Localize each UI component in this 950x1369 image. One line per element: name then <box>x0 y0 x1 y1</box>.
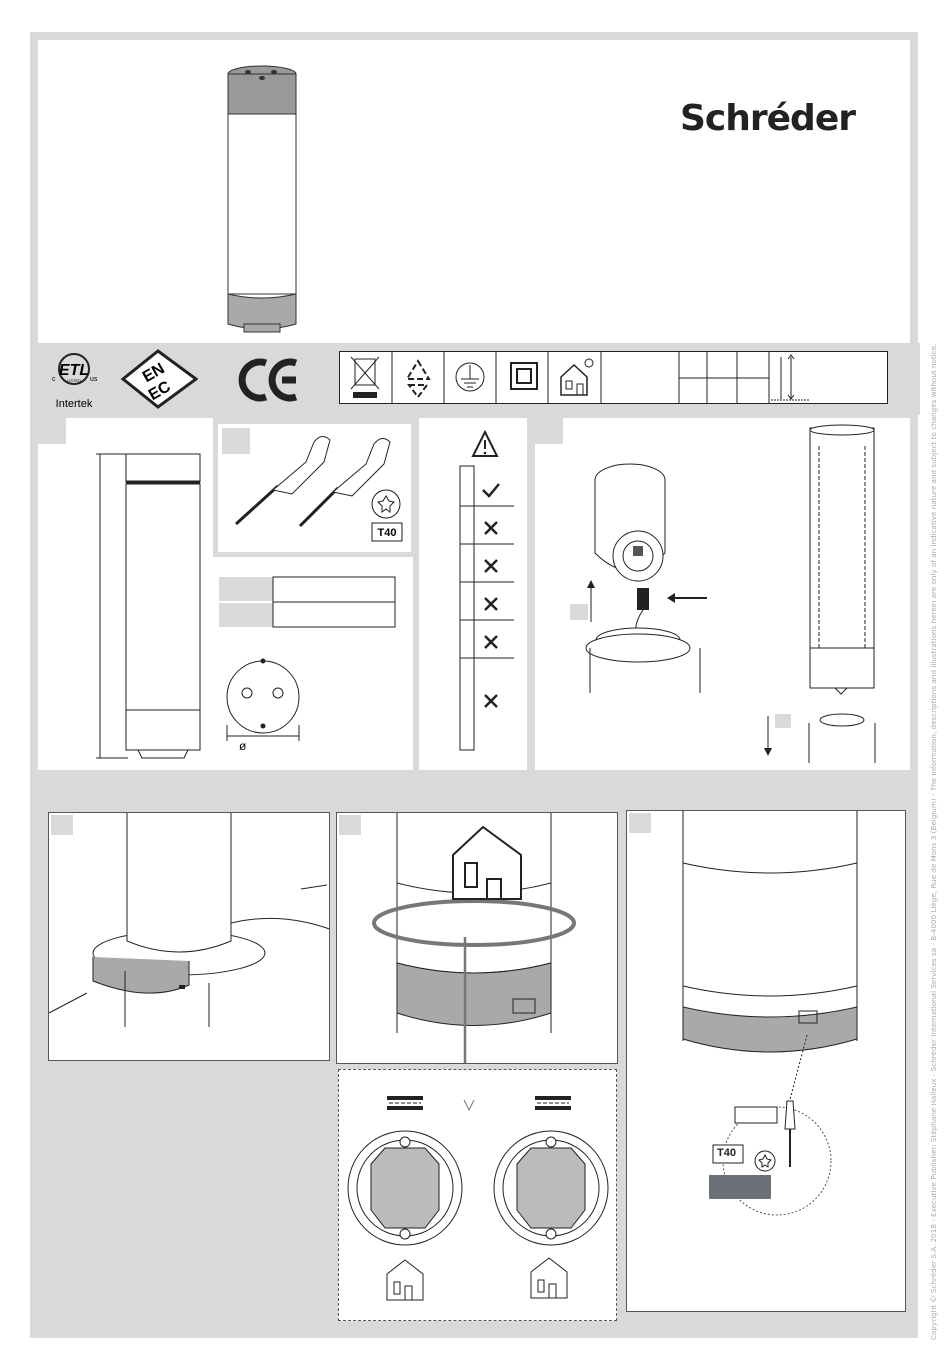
step-number-box <box>339 815 361 835</box>
warning-triangle-icon <box>471 429 499 457</box>
warning-panel <box>419 418 527 770</box>
tools-panel: T40 <box>218 424 411 552</box>
step-number-box <box>38 418 66 444</box>
step-number-box <box>629 813 651 833</box>
earth-ground-icon <box>455 362 485 392</box>
road-icon <box>387 1096 423 1110</box>
torx-bit-icon <box>754 1150 776 1172</box>
connector-panel <box>535 418 910 770</box>
flat-screwdriver-icon <box>234 436 331 526</box>
bollard-product-illustration <box>227 65 297 333</box>
bollard-dimension-drawing <box>96 453 201 759</box>
board-orientation-illustration <box>347 1096 609 1301</box>
etl-c-mark: c <box>52 376 56 383</box>
enec-logo: EN EC <box>120 349 198 409</box>
cross-icon <box>484 694 498 708</box>
road-icon <box>535 1096 571 1110</box>
etl-listed-logo: ETL c us LISTED Intertek <box>52 353 98 410</box>
house-icon <box>452 825 522 900</box>
fixing-screw-panel: T40 <box>626 810 906 1312</box>
torx-t40-label: T40 <box>378 527 397 539</box>
brand-logo: Schréder <box>679 98 856 139</box>
recycle-icon <box>405 359 431 399</box>
orientation-options-panel <box>338 1069 617 1321</box>
cross-icon <box>484 521 498 535</box>
step-number-box <box>535 418 563 444</box>
phillips-screwdriver-icon <box>298 438 391 528</box>
torx-t40-icon <box>371 489 403 542</box>
rotation-panel <box>336 812 618 1108</box>
fixing-screw-illustration <box>682 811 858 1216</box>
svg-text:ETL: ETL <box>59 362 89 379</box>
hero-panel: Schréder <box>38 40 910 343</box>
etl-us-mark: us <box>90 376 98 383</box>
connector-assembly-illustration <box>570 424 876 763</box>
warning-compatibility-chart <box>459 429 514 751</box>
base-plate-drawing <box>226 658 300 741</box>
checkmark-icon <box>482 483 500 498</box>
class-ii-icon <box>510 362 538 390</box>
height-arrow-icon <box>771 354 809 401</box>
specs-panel: ø <box>213 557 413 770</box>
ce-mark-logo <box>238 358 298 402</box>
orientation-rotation-illustration <box>372 813 576 1108</box>
cross-icon <box>484 597 498 611</box>
led-board-right <box>493 1130 609 1246</box>
torx-t40-label: T40 <box>717 1147 736 1159</box>
base-ring-panel <box>48 812 350 1061</box>
spec-table: ø <box>219 576 396 753</box>
step-number-box <box>222 428 250 454</box>
copyright-notice: Copyright © Schréder S.A. 2018 - Executi… <box>929 343 938 1340</box>
dimensions-panel <box>38 418 213 770</box>
screwdriver-icon <box>784 1100 796 1167</box>
led-board-left <box>347 1130 463 1246</box>
etl-listed-mark: LISTED <box>67 378 81 383</box>
diameter-symbol: ø <box>239 739 247 753</box>
weee-bin-icon <box>350 356 380 398</box>
symbols-table <box>339 351 888 404</box>
step-number-box <box>38 778 66 804</box>
certifications-bar: ETL c us LISTED Intertek EN EC <box>30 343 920 415</box>
step-number-box <box>51 815 73 835</box>
intertek-label: Intertek <box>56 398 93 410</box>
base-ring-assembly-illustration <box>48 813 350 1027</box>
house-icon <box>386 1259 424 1301</box>
screwdrivers-illustration: T40 <box>234 436 403 542</box>
cross-icon <box>484 635 498 649</box>
house-icon <box>530 1257 568 1299</box>
cross-icon <box>484 559 498 573</box>
indoor-use-icon <box>560 358 594 396</box>
